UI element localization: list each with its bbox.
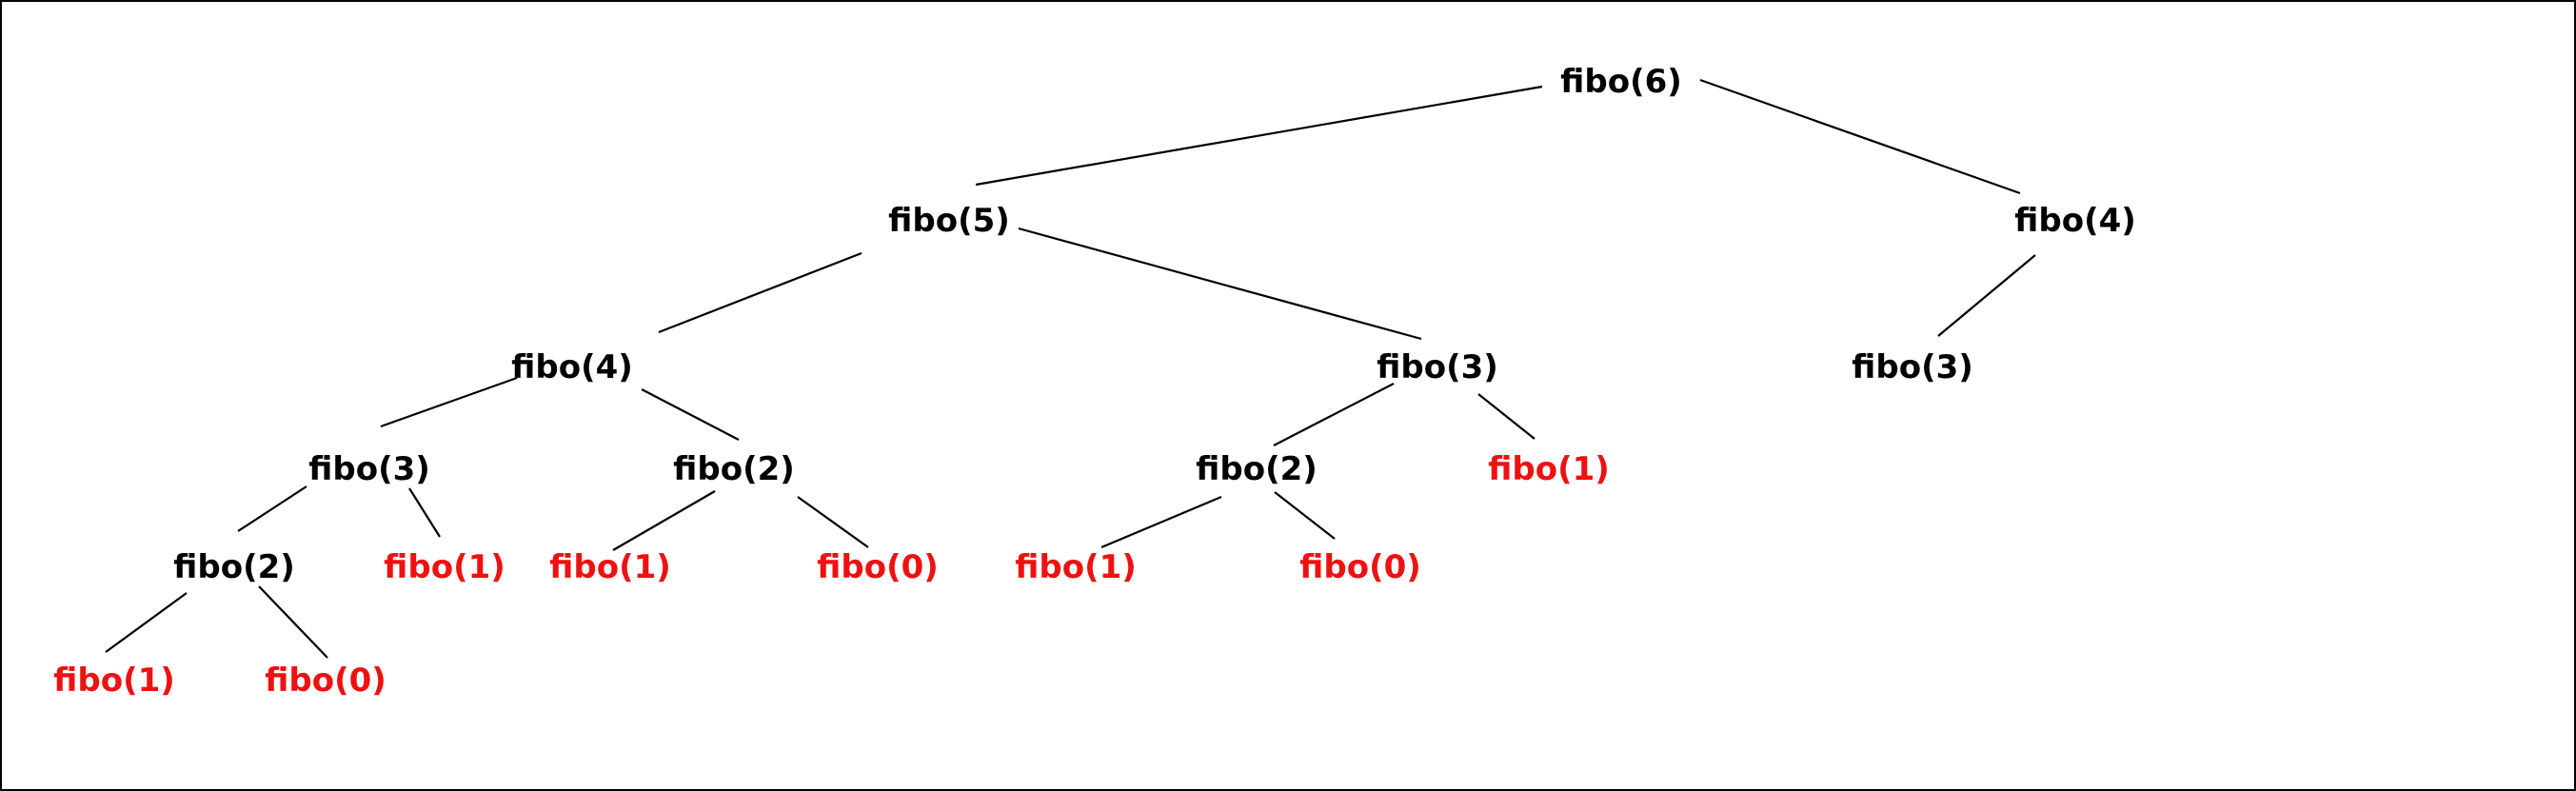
edge-n0-n2 xyxy=(1699,78,2021,195)
node-fibo-3: fibo(3) xyxy=(1377,348,1498,386)
node-fibo-6: fibo(6) xyxy=(1560,63,1682,101)
node-fibo-1: fibo(1) xyxy=(53,662,175,700)
edge-n3-n7 xyxy=(641,388,740,441)
edge-n4-n9 xyxy=(1477,393,1536,440)
edge-n4-n8 xyxy=(1273,383,1395,446)
edge-n2-n5 xyxy=(1937,254,2036,337)
node-fibo-2: fibo(2) xyxy=(173,548,295,586)
edge-n7-n12 xyxy=(612,490,716,551)
node-fibo-4: fibo(4) xyxy=(2014,202,2136,240)
node-fibo-1: fibo(1) xyxy=(1488,450,1610,488)
edge-n1-n4 xyxy=(1018,227,1422,341)
node-fibo-2: fibo(2) xyxy=(1196,450,1318,488)
node-fibo-4: fibo(4) xyxy=(511,348,633,386)
node-fibo-0: fibo(0) xyxy=(265,662,386,700)
node-fibo-1: fibo(1) xyxy=(549,548,671,586)
node-fibo-1: fibo(1) xyxy=(1015,548,1137,586)
edge-n3-n6 xyxy=(380,376,518,428)
node-fibo-5: fibo(5) xyxy=(888,202,1010,240)
node-fibo-3: fibo(3) xyxy=(1852,348,1973,386)
edge-n0-n1 xyxy=(975,85,1543,187)
edge-n8-n14 xyxy=(1100,495,1222,549)
edge-n10-n16 xyxy=(105,592,188,653)
edge-n6-n10 xyxy=(237,485,307,532)
node-fibo-2: fibo(2) xyxy=(673,450,795,488)
edge-n1-n3 xyxy=(658,251,862,334)
node-fibo-0: fibo(0) xyxy=(817,548,939,586)
edge-n7-n13 xyxy=(797,496,869,548)
node-fibo-1: fibo(1) xyxy=(384,548,505,586)
edge-n6-n11 xyxy=(408,487,441,538)
edge-n8-n15 xyxy=(1274,491,1336,540)
edge-n10-n17 xyxy=(258,585,328,659)
node-fibo-0: fibo(0) xyxy=(1299,548,1421,586)
node-fibo-3: fibo(3) xyxy=(308,450,430,488)
